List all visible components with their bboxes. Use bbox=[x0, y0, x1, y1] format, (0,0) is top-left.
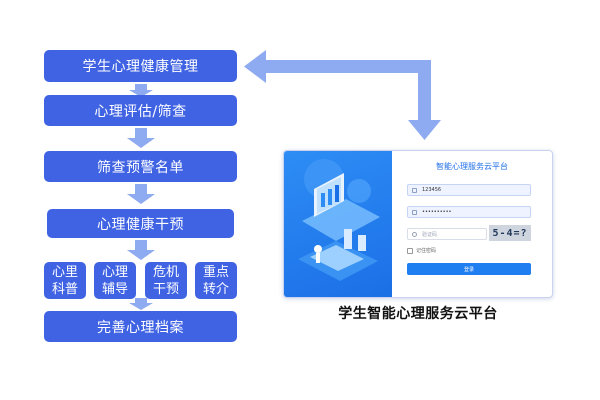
intervention-crisis: 危机 干预 bbox=[145, 262, 187, 299]
arrow-down-2 bbox=[127, 128, 155, 148]
intervention-line: 干预 bbox=[152, 281, 179, 297]
captcha-input[interactable]: 验证码 bbox=[407, 228, 487, 240]
user-icon bbox=[412, 188, 417, 193]
flow-step-label: 心理评估/筛查 bbox=[94, 103, 187, 120]
flow-step-intervention: 心理健康干预 bbox=[47, 209, 234, 238]
login-button[interactable]: 登录 bbox=[407, 263, 531, 275]
shield-icon bbox=[412, 232, 417, 237]
flow-step-label: 学生心理健康管理 bbox=[82, 59, 199, 75]
flow-step-label: 筛查预警名单 bbox=[97, 159, 184, 176]
intervention-line: 科普 bbox=[51, 281, 78, 297]
arrow-down-5 bbox=[129, 298, 153, 310]
remember-checkbox[interactable] bbox=[407, 247, 413, 254]
connector-horizontal bbox=[260, 60, 418, 73]
login-title: 智能心理服务云平台 bbox=[436, 162, 508, 171]
isometric-illustration-icon bbox=[298, 159, 380, 281]
password-value: •••••••••• bbox=[422, 209, 452, 215]
intervention-line: 心理 bbox=[101, 264, 128, 280]
flow-step-label: 心理健康干预 bbox=[97, 216, 184, 233]
intervention-science: 心里 科普 bbox=[44, 262, 86, 299]
connector-arrowhead-down bbox=[408, 120, 441, 140]
intervention-referral: 重点 转介 bbox=[195, 262, 237, 299]
captcha-placeholder: 验证码 bbox=[422, 231, 438, 238]
remember-label: 记住密码 bbox=[416, 248, 437, 254]
illustration-panel bbox=[284, 151, 392, 297]
intervention-line: 重点 bbox=[202, 264, 229, 280]
intervention-line: 转介 bbox=[202, 281, 229, 297]
intervention-counseling: 心理 辅导 bbox=[94, 262, 136, 299]
flow-step-label: 完善心理档案 bbox=[97, 319, 184, 336]
connector-arrowhead-left bbox=[244, 50, 266, 83]
flow-step-assessment: 心理评估/筛查 bbox=[44, 95, 237, 126]
username-field[interactable]: 123456 bbox=[407, 184, 531, 196]
flow-step-warning-list: 筛查预警名单 bbox=[44, 151, 237, 182]
intervention-line: 心里 bbox=[51, 264, 78, 280]
flow-step-archive: 完善心理档案 bbox=[44, 311, 237, 342]
password-field[interactable]: •••••••••• bbox=[407, 206, 531, 218]
platform-caption: 学生智能心理服务云平台 bbox=[338, 306, 498, 322]
intervention-line: 危机 bbox=[152, 264, 179, 280]
lock-icon bbox=[412, 210, 417, 215]
connector-vertical bbox=[418, 60, 431, 125]
platform-screenshot: 智能心理服务云平台 123456 •••••••••• 验证码 5-4=? 记住… bbox=[283, 150, 553, 298]
captcha-image[interactable]: 5-4=? bbox=[489, 225, 531, 241]
login-form: 智能心理服务云平台 123456 •••••••••• 验证码 5-4=? 记住… bbox=[392, 151, 552, 297]
intervention-line: 辅导 bbox=[101, 281, 128, 297]
arrow-down-3 bbox=[127, 184, 155, 204]
arrow-down-1 bbox=[129, 84, 153, 97]
remember-password[interactable]: 记住密码 bbox=[407, 247, 436, 254]
flow-step-student-mental-health: 学生心理健康管理 bbox=[44, 50, 237, 82]
username-value: 123456 bbox=[422, 187, 442, 193]
arrow-down-4 bbox=[127, 240, 155, 260]
